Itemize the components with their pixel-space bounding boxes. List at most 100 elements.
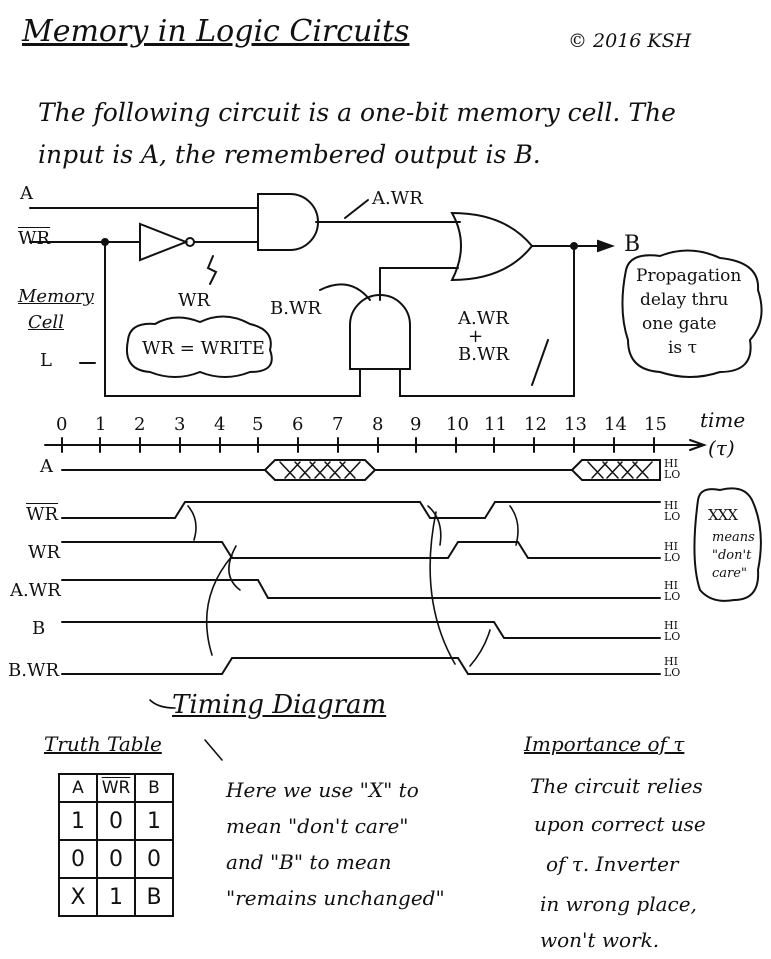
tick-8: 8 (372, 414, 384, 435)
waveform-wr (61, 541, 661, 559)
tick-9: 9 (410, 414, 422, 435)
signal-wr-bar: WR (26, 504, 59, 525)
tick-1: 1 (95, 414, 107, 435)
dont-care-cloud (693, 487, 762, 602)
tick-10: 10 (446, 414, 469, 435)
signal-b-wr: B.WR (8, 660, 60, 681)
lo-label: LO (664, 510, 681, 523)
output-arrow (597, 239, 615, 253)
cell-label-2: Cell (28, 312, 64, 333)
waveform-wr-bar (61, 501, 661, 519)
feedback-label-arrow (319, 283, 371, 301)
tick-0: 0 (56, 414, 68, 435)
waveform-a (61, 459, 661, 481)
page-title: Memory in Logic Circuits (22, 14, 410, 49)
and-gate-2 (349, 294, 411, 370)
prop-cloud-3: one gate (642, 314, 717, 334)
header-b: B (134, 773, 174, 803)
cell: 0 (58, 839, 98, 879)
wr-cloud-text: WR = WRITE (142, 338, 265, 359)
cell: X (58, 877, 98, 917)
label-and-out: A.WR (372, 188, 423, 209)
label-inverter-out: WR (178, 290, 211, 311)
table-row: 0 0 0 (58, 839, 174, 879)
hi-label: HI (664, 579, 678, 592)
label-output-b: B (624, 232, 641, 257)
or-gate (450, 211, 534, 282)
cell: 1 (96, 877, 136, 917)
header-wr: WR (96, 773, 136, 803)
lo-label: LO (664, 590, 681, 603)
causal-arrows (149, 505, 519, 761)
explain-1: Here we use "X" to (226, 778, 419, 802)
importance-2: upon correct use (534, 812, 706, 836)
importance-1: The circuit relies (530, 774, 703, 798)
tick-7: 7 (332, 414, 344, 435)
dont-care-1: means (712, 530, 755, 545)
waveform-a-wr (61, 579, 661, 599)
hi-label: HI (664, 457, 678, 470)
dont-care-3: care" (712, 566, 747, 581)
label-input-wr: WR (18, 228, 51, 249)
importance-title: Importance of τ (524, 732, 685, 756)
intro-line-1: The following circuit is a one-bit memor… (38, 98, 676, 127)
importance-3: of τ. Inverter (546, 852, 679, 876)
time-unit: (τ) (708, 436, 735, 460)
waveform-b (61, 621, 661, 639)
waveform-b-wr (61, 657, 661, 675)
header-a: A (58, 773, 98, 803)
tick-14: 14 (604, 414, 627, 435)
cell: 1 (134, 801, 174, 841)
inverter-gate (139, 222, 189, 262)
explain-3: and "B" to mean (226, 850, 392, 874)
tick-11: 11 (484, 414, 507, 435)
explain-4: "remains unchanged" (226, 886, 445, 910)
truth-table-header: A WR B (58, 773, 174, 803)
prop-cloud-4: is τ (668, 338, 697, 358)
signal-wr: WR (28, 542, 61, 563)
tick-4: 4 (214, 414, 226, 435)
time-tick-marks (61, 437, 655, 453)
cell: 0 (134, 839, 174, 879)
cell: 0 (96, 839, 136, 879)
tick-15: 15 (644, 414, 667, 435)
timing-title: Timing Diagram (172, 690, 387, 720)
tick-5: 5 (252, 414, 264, 435)
lo-label: LO (664, 551, 681, 564)
signal-a: A (40, 456, 53, 477)
cell: B (134, 877, 174, 917)
or-note-arrow (531, 339, 549, 386)
feedback-label-text: B.WR (270, 298, 322, 319)
lo-label: LO (664, 630, 681, 643)
signal-a-wr: A.WR (10, 580, 61, 601)
time-label: time (700, 408, 746, 432)
label-feedback: B.WR (270, 298, 321, 319)
propagation-cloud (621, 249, 763, 378)
wire-b-loop (399, 245, 575, 397)
signal-b: B (32, 618, 46, 639)
importance-4: in wrong place, (540, 892, 697, 916)
cell: 1 (58, 801, 98, 841)
prop-cloud-1: Propagation (636, 266, 742, 286)
tick-3: 3 (174, 414, 186, 435)
explain-2: mean "don't care" (226, 814, 409, 838)
hi-label: HI (664, 655, 678, 668)
hi-label: HI (664, 619, 678, 632)
truth-table-title: Truth Table (44, 732, 162, 756)
and-label-arrow (344, 199, 369, 219)
dont-care-2: "don't (712, 548, 752, 563)
hi-label: HI (664, 499, 678, 512)
tick-6: 6 (292, 414, 304, 435)
prop-cloud-2: delay thru (640, 290, 729, 310)
cell-corner-mark: L (40, 350, 52, 371)
or-note-plus: + (468, 326, 484, 347)
tick-2: 2 (134, 414, 146, 435)
cell-label-1: Memory (18, 286, 94, 307)
or-note-bottom: B.WR (458, 344, 510, 365)
table-row: X 1 B (58, 877, 174, 917)
